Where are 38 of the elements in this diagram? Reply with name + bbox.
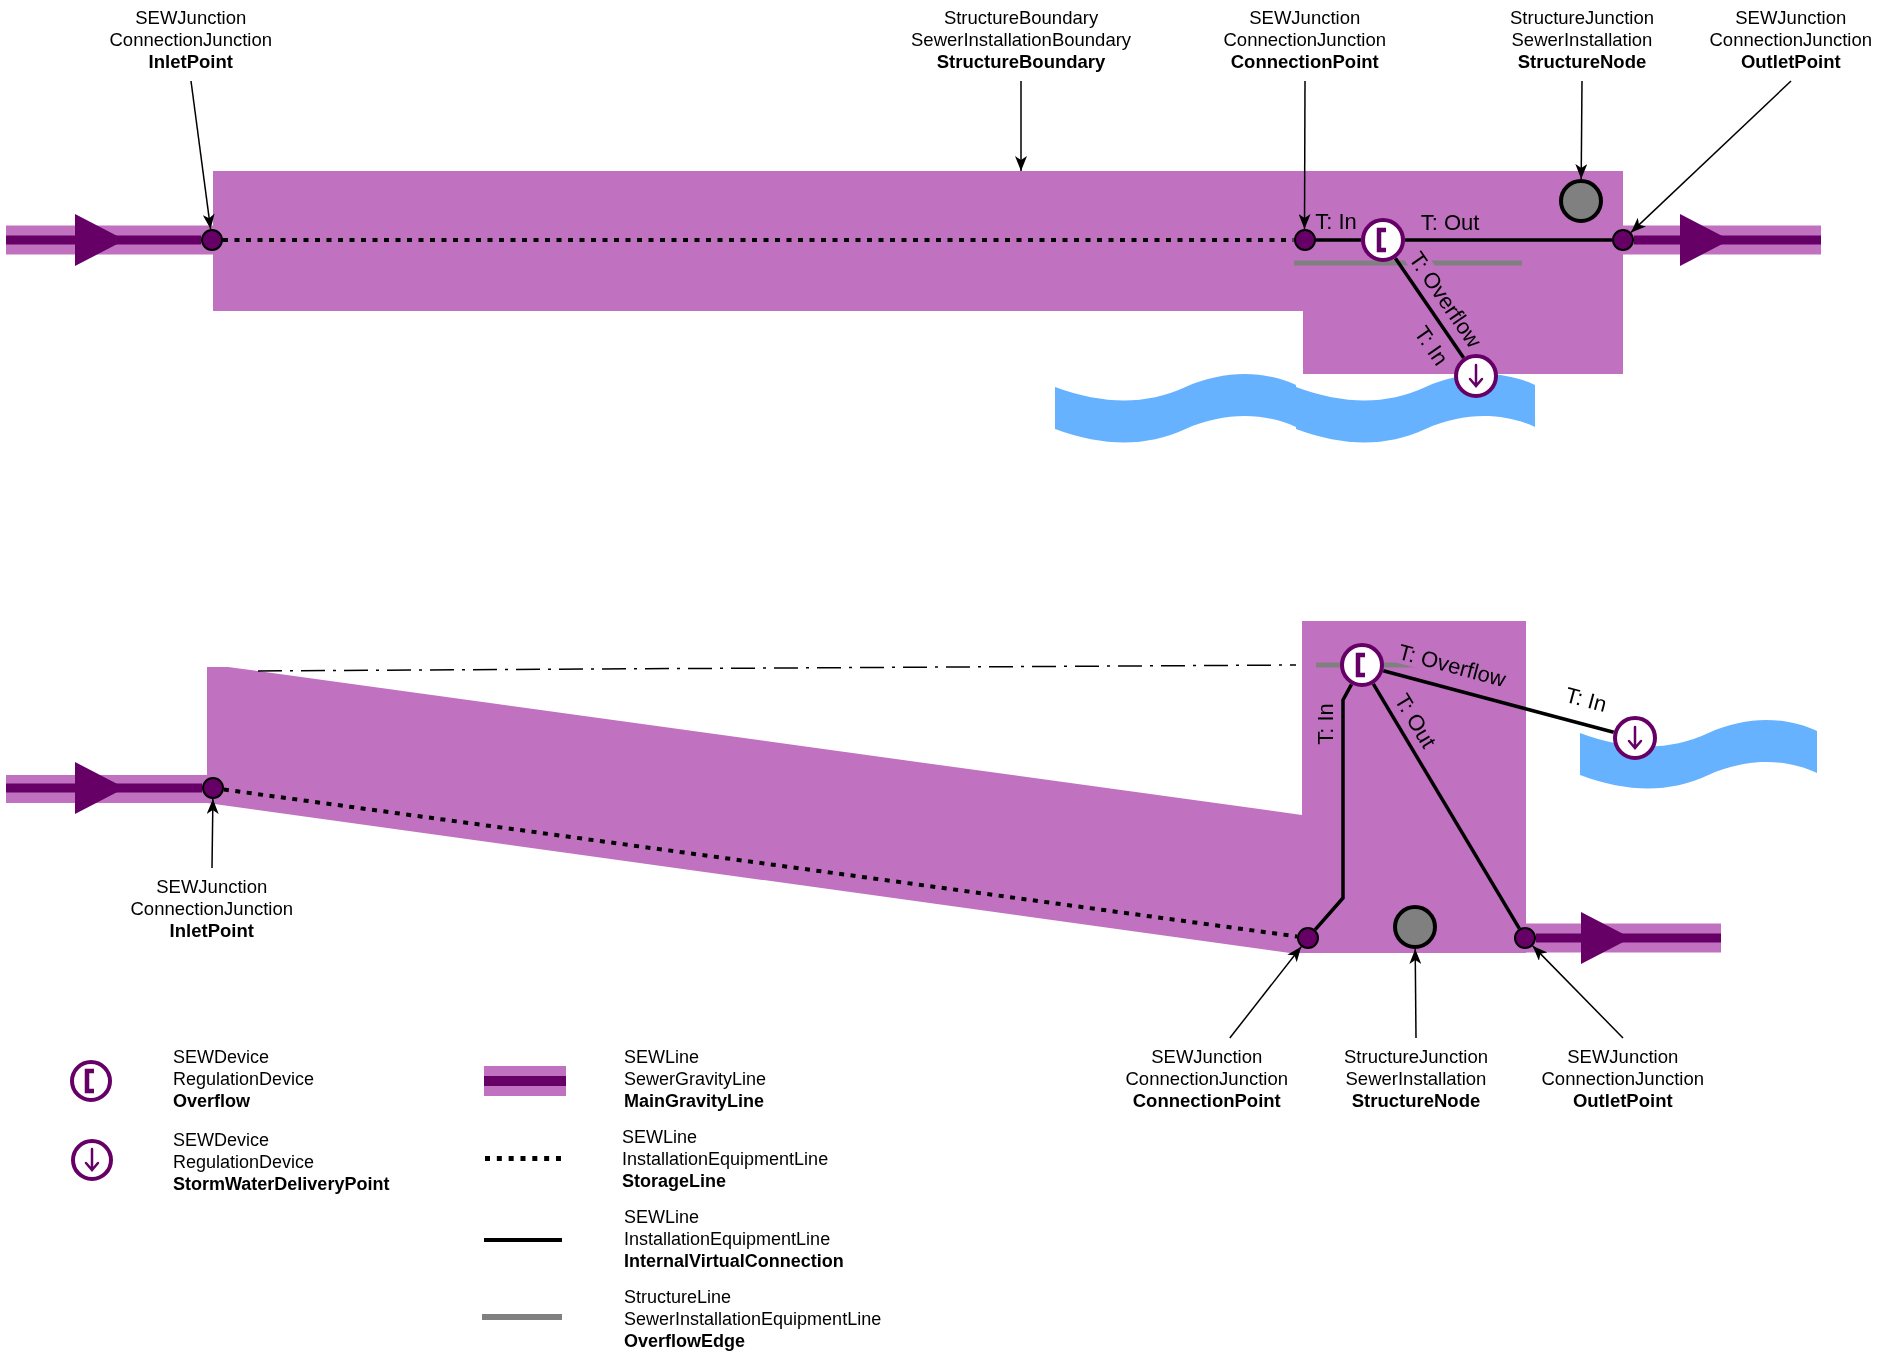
- callout-text: SEWJunction ConnectionJunction InletPoint: [130, 876, 293, 942]
- connection-line: [1315, 238, 1361, 242]
- leader-line: [190, 80, 215, 230]
- connection-line: [1393, 257, 1466, 359]
- dotted-line: [223, 787, 1298, 939]
- legend-text: SEWLine SewerGravityLine MainGravityLine: [624, 1046, 767, 1112]
- terminal-label: T: In: [1562, 683, 1610, 717]
- dotted-line: [223, 238, 1294, 242]
- callout-text: SEWJunction ConnectionJunction OutletPoint: [1541, 1046, 1704, 1112]
- leader-line: [1531, 945, 1624, 1039]
- connection-line: [1405, 238, 1612, 242]
- callout-text: StructureBoundary SewerInstallationBoundary StructureBoundary: [911, 7, 1132, 73]
- leader-line: [206, 798, 219, 869]
- connection-line: [1371, 683, 1521, 930]
- callout-text: StructureJunction SewerInstallation StructureNode: [1344, 1046, 1488, 1112]
- legend-text: StructureLine SewerInstallationEquipmentLine OverflowEdge: [624, 1286, 882, 1352]
- leader-line: [1409, 948, 1422, 1039]
- legend-text: SEWDevice RegulationDevice StormWaterDeliveryPoint: [173, 1129, 390, 1195]
- pipe-arrow: [1634, 214, 1821, 266]
- legend-text: SEWLine InstallationEquipmentLine InternalVirtualConnection: [624, 1206, 844, 1272]
- callout-text: SEWJunction ConnectionJunction ConnectionPoint: [1125, 1046, 1288, 1112]
- callout-text: SEWJunction ConnectionJunction ConnectionPoint: [1223, 7, 1386, 73]
- leader-line: [1575, 80, 1588, 180]
- callout-text: SEWJunction ConnectionJunction InletPoint: [109, 7, 272, 73]
- leader-line: [1229, 945, 1302, 1039]
- pipe-arrow: [6, 214, 201, 266]
- legend-text: SEWDevice RegulationDevice Overflow: [173, 1046, 315, 1112]
- pipe-arrow: [1536, 912, 1721, 964]
- leader-line: [1015, 80, 1027, 172]
- delivery-point-icon: [1613, 716, 1657, 760]
- pipe-arrow: [6, 762, 202, 814]
- callout-text: StructureJunction SewerInstallation StructureNode: [1510, 7, 1654, 73]
- connection-line: [1382, 669, 1615, 734]
- leader-line: [1630, 80, 1792, 234]
- callout-text: SEWJunction ConnectionJunction OutletPoint: [1709, 7, 1872, 73]
- leader-line: [1298, 80, 1311, 230]
- legend-text: SEWLine InstallationEquipmentLine StorageLine: [622, 1126, 829, 1192]
- connection-line: [1313, 683, 1354, 931]
